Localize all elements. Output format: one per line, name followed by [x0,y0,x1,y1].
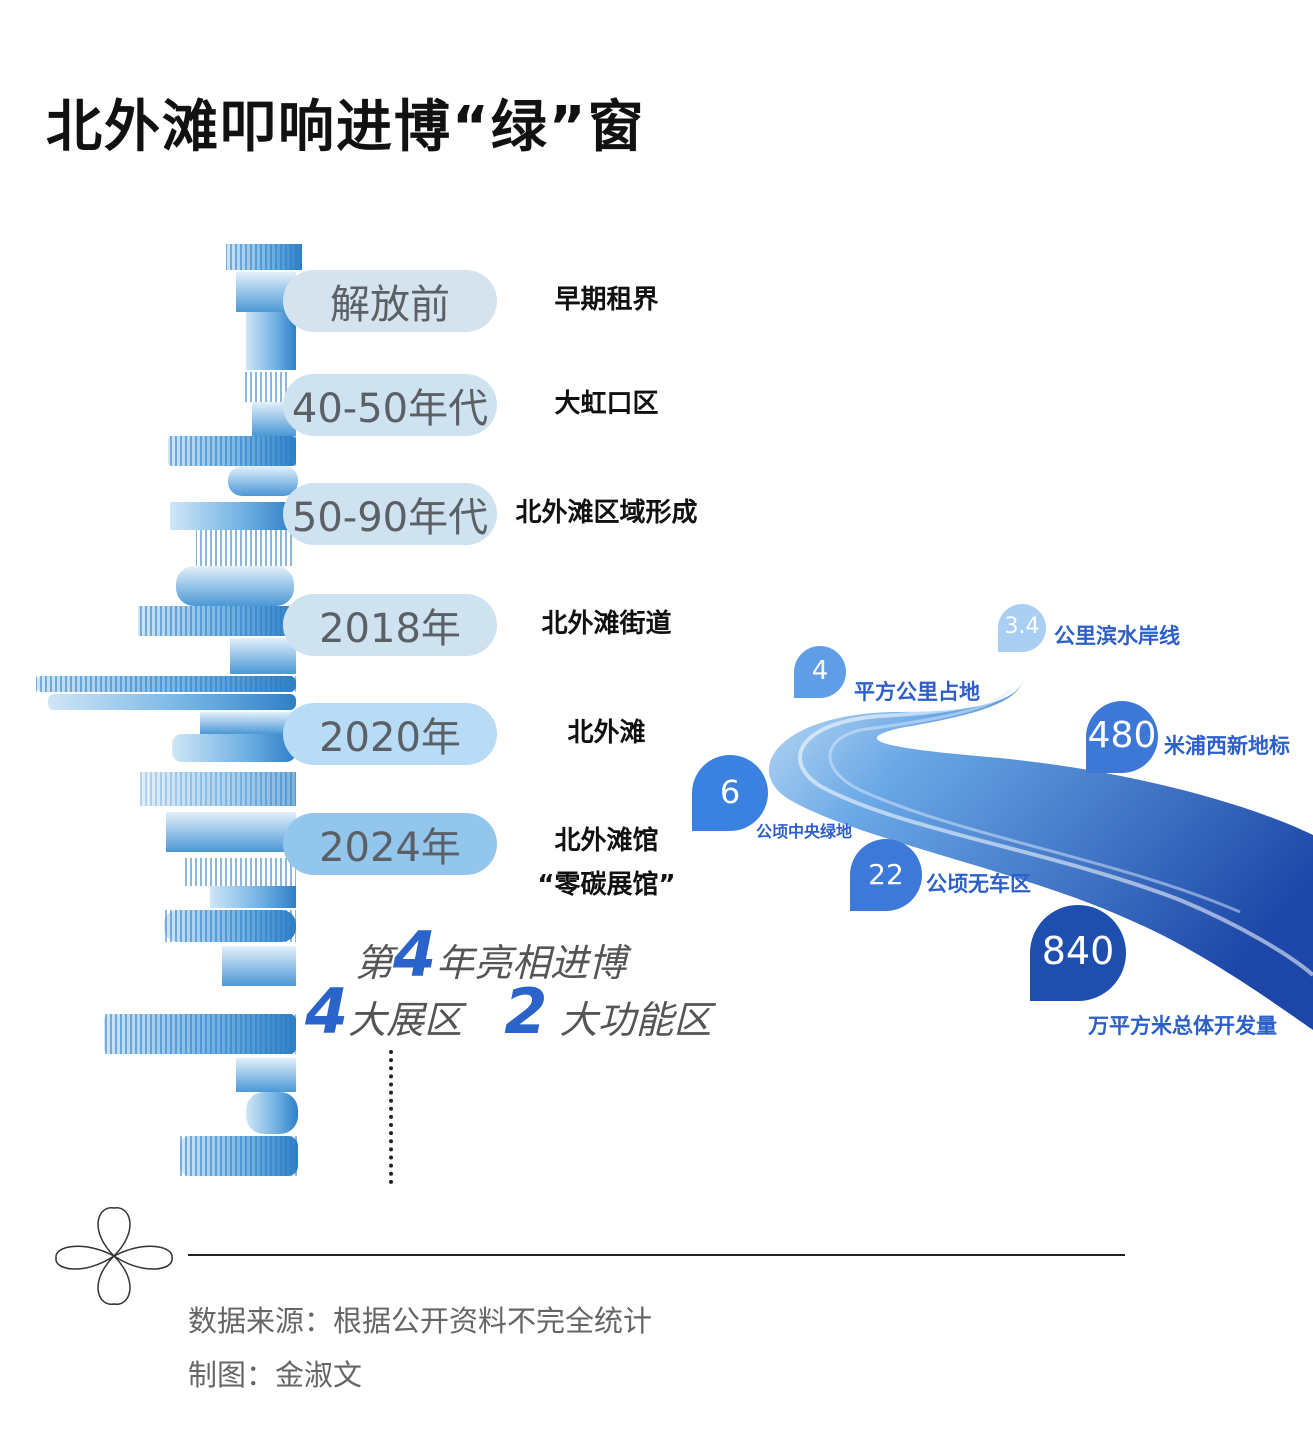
stat-label: 万平方米总体开发量 [1088,1014,1277,1038]
stat-drop-marker [1030,905,1126,1001]
stat-label: 平方公里占地 [854,680,980,704]
stat-drop-marker [1086,701,1158,773]
timeline-era-pill: 解放前 [283,270,497,332]
expo-prefix: 第 [355,941,394,985]
expo-years-number: 4 [393,918,437,991]
stat-drop-marker [794,646,846,698]
stat-value: 6 [719,773,741,812]
timeline-era-description: 北外滩区域形成 [515,498,698,528]
stat-value: 22 [868,857,904,891]
stat-drop-marker [998,604,1046,652]
dotted-connector [389,1050,393,1184]
expo-suffix: 年亮相进博 [436,941,627,985]
expo-zones-text: 4大展区 2 大功能区 [305,975,712,1048]
stat-label: 公里滨水岸线 [1054,624,1180,648]
timeline-era-description: 北外滩街道 [541,609,672,639]
stat-value: 3.4 [1004,614,1040,640]
zones-number: 4 [305,975,349,1048]
function-zones-number: 2 [504,975,548,1048]
stat-label: 公顷中央绿地 [756,822,853,841]
timeline-era-description: 北外滩馆 [554,826,659,856]
page-title: 北外滩叩响进博“绿”窗 [46,95,646,160]
timeline-era-pill: 50-90年代 [283,483,497,545]
stat-drops [692,604,1158,1001]
river-shape [768,660,1313,1030]
stat-value: 480 [1087,714,1157,756]
timeline-era-description: 北外滩 [567,718,646,748]
data-source: 数据来源：根据公开资料不完全统计 [188,1304,653,1338]
stat-drop-marker [692,755,768,831]
stat-value: 4 [811,655,829,686]
timeline-era-pill: 2020年 [283,703,497,765]
timeline-era-description-2: “零碳展馆” [537,870,676,900]
timeline-era-pill: 2018年 [283,594,497,656]
timeline-era-pill: 40-50年代 [283,374,497,436]
footer-divider [188,1254,1125,1256]
stat-label: 公顷无车区 [926,872,1031,896]
zones-label: 大展区 [348,998,463,1042]
author-credit: 制图：金淑文 [188,1358,363,1392]
stat-value: 840 [1041,929,1115,974]
stat-drop-marker [850,839,922,911]
clover-logo-icon [55,1207,173,1305]
river-highlight-2 [828,688,1241,914]
function-zones-label: 大功能区 [559,998,712,1042]
timeline-era-description: 大虹口区 [554,389,659,419]
river-highlight [798,674,1313,977]
timeline-era-description: 早期租界 [554,285,659,315]
expo-years-text: 第4年亮相进博 [355,918,626,991]
timeline-era-pill: 2024年 [283,813,497,875]
stat-label: 米浦西新地标 [1164,734,1290,758]
skyline-blocks [36,244,302,1176]
